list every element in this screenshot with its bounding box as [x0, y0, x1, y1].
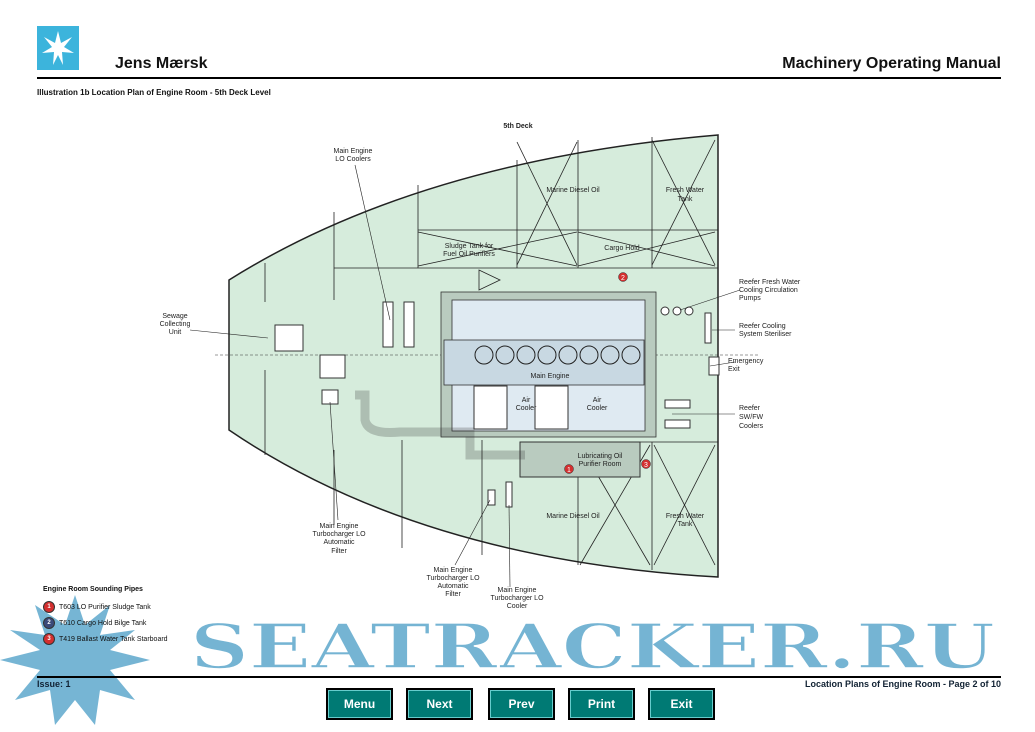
- reefer-equipment: [487, 306, 720, 508]
- label-main-engine: Main Engine: [531, 373, 570, 380]
- footer-divider: [37, 676, 1001, 678]
- label-mdo-top: Marine Diesel Oil: [546, 187, 600, 194]
- marker-1: 1: [567, 467, 571, 474]
- marker-icon: 1: [43, 601, 55, 613]
- sounding-pipes-legend: Engine Room Sounding Pipes 1 T603 LO Puri…: [43, 586, 168, 647]
- star-icon: [42, 31, 74, 65]
- legend-item: 3 T419 Ballast Water Tank Starboard: [43, 631, 168, 647]
- lo-cooler-1: [382, 301, 394, 348]
- print-button[interactable]: Print: [568, 688, 635, 720]
- legend-item: 2 T610 Cargo Hold Bilge Tank: [43, 615, 168, 631]
- air-cooler-2: [534, 385, 569, 430]
- lo-purifier-room: [519, 441, 641, 478]
- ship-name: Jens Mærsk: [115, 55, 208, 72]
- hatch: [319, 354, 346, 379]
- next-button[interactable]: Next: [406, 688, 473, 720]
- manual-title: Machinery Operating Manual: [782, 55, 1001, 72]
- legend-item: 1 T603 LO Purifier Sludge Tank: [43, 599, 168, 615]
- exit-button[interactable]: Exit: [648, 688, 715, 720]
- lo-cooler-2: [403, 301, 415, 348]
- marker-icon: 2: [43, 617, 55, 629]
- main-engine: [443, 339, 645, 386]
- deck-label: 5th Deck: [503, 123, 532, 130]
- legend-label: T419 Ballast Water Tank Starboard: [59, 635, 168, 643]
- sounding-markers: 1 2 3: [564, 272, 651, 474]
- starburst-icon: [0, 595, 150, 725]
- label-mdo-bottom: Marine Diesel Oil: [546, 513, 600, 520]
- tc-filter-unit: [321, 389, 339, 405]
- watermark: SEATRACKER.RU: [0, 595, 996, 725]
- menu-button[interactable]: Menu: [326, 688, 393, 720]
- marker-icon: 3: [43, 633, 55, 645]
- issue-label: Issue: 1: [37, 679, 71, 689]
- marker-2: 2: [621, 275, 625, 282]
- prev-button[interactable]: Prev: [488, 688, 555, 720]
- illustration-title: Illustration 1b Location Plan of Engine …: [37, 88, 271, 97]
- exhaust-pipe: [355, 390, 525, 460]
- watermark-text: SEATRACKER.RU: [190, 610, 995, 683]
- leader-lines: [189, 164, 741, 588]
- header-divider: [37, 77, 1001, 79]
- sewage-unit: [274, 324, 304, 352]
- legend-label: T610 Cargo Hold Bilge Tank: [59, 619, 147, 627]
- legend-title: Engine Room Sounding Pipes: [43, 586, 143, 593]
- legend-label: T603 LO Purifier Sludge Tank: [59, 603, 151, 611]
- maersk-logo: [37, 26, 79, 70]
- compartment-lines: [264, 137, 718, 570]
- cylinders: [474, 345, 641, 365]
- air-cooler-1: [473, 385, 508, 430]
- label-cargo-hold: Cargo Hold: [604, 245, 640, 252]
- page-info: Location Plans of Engine Room - Page 2 o…: [804, 679, 1001, 689]
- marker-3: 3: [644, 462, 648, 469]
